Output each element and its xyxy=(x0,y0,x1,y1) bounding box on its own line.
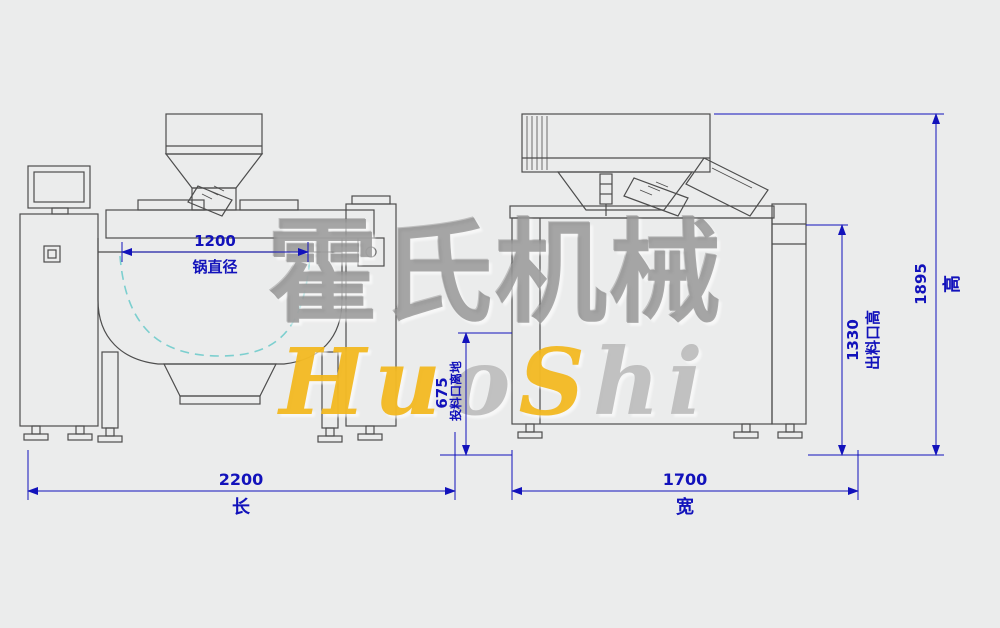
front-view xyxy=(19,113,397,443)
adjustable-foot xyxy=(317,435,343,443)
monitor-screen xyxy=(33,171,85,203)
control-console xyxy=(19,165,99,441)
pot-dashed-outline xyxy=(119,255,311,357)
side-view xyxy=(509,113,807,439)
electrical-column xyxy=(345,195,397,441)
mixer-body-side xyxy=(509,203,807,439)
tilt-chute xyxy=(685,157,769,217)
adjustable-foot xyxy=(357,433,383,441)
rear-panel xyxy=(771,203,807,425)
screw-feeder xyxy=(187,185,233,217)
signal-lamp xyxy=(599,173,613,216)
leg xyxy=(321,351,339,429)
discharge-cone xyxy=(163,363,277,397)
adjustable-foot xyxy=(777,431,803,439)
mixer-body-front xyxy=(97,238,343,443)
adjustable-foot xyxy=(733,431,759,439)
screw-feeder xyxy=(623,177,689,217)
adjustable-foot xyxy=(97,435,123,443)
top-platform-front xyxy=(105,199,375,239)
feed-hopper-side xyxy=(521,113,711,217)
adjustable-foot xyxy=(67,433,93,441)
leg xyxy=(101,351,119,429)
console-cabinet xyxy=(19,213,99,427)
adjustable-foot xyxy=(23,433,49,441)
feed-hopper-front xyxy=(164,113,264,217)
adjustable-foot xyxy=(517,431,543,439)
emergency-button-icon xyxy=(365,246,377,258)
